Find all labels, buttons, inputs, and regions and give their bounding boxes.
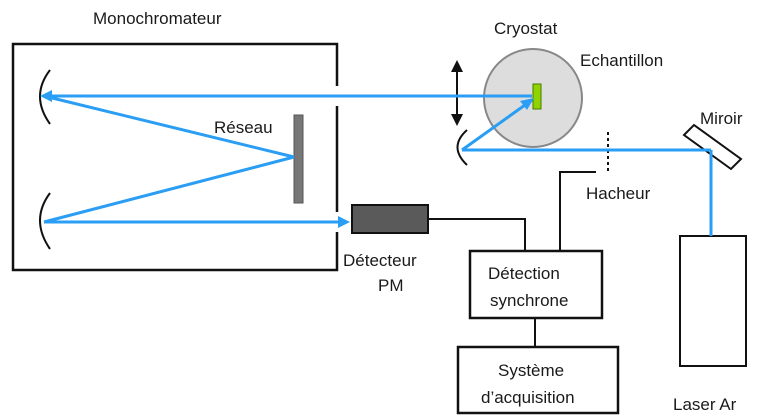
label-systeme: Système: [498, 361, 564, 380]
beam-collection-to-sample: [461, 98, 533, 152]
label-detection: Détection: [488, 264, 560, 283]
lens-translation-arrow: [451, 60, 463, 126]
arrowhead-to-sample: [520, 98, 534, 110]
beam-mirror-to-grating: [43, 94, 295, 159]
label-synchrone: synchrone: [490, 291, 568, 310]
grating: [293, 114, 304, 204]
label-hacheur: Hacheur: [586, 184, 651, 203]
label-acquisition: d’acquisition: [481, 388, 575, 407]
beam-arrowheads: [40, 90, 534, 228]
monochromator-mirror-top: [39, 69, 51, 125]
monochromator-mirror-bottom: [39, 192, 51, 250]
label-miroir: Miroir: [700, 109, 743, 128]
label-reseau: Réseau: [214, 118, 273, 137]
label-monochromateur: Monochromateur: [93, 9, 222, 28]
acquisition-box: [456, 345, 620, 415]
wire-chopper-to-lockin: [559, 171, 596, 251]
pm-detector: [351, 204, 429, 234]
beam-grating-to-mirror: [43, 155, 295, 224]
sample: [532, 83, 542, 110]
label-cryostat: Cryostat: [494, 19, 558, 38]
label-echantillon: Echantillon: [580, 51, 663, 70]
label-detecteur: Détecteur: [343, 251, 417, 270]
laser-box: [679, 235, 747, 367]
flat-mirror: [682, 123, 743, 171]
arrowhead-to-detector: [338, 216, 350, 228]
monochromator-box: [11, 42, 339, 272]
collection-mirror: [456, 129, 468, 166]
arrowhead-to-monochromator: [40, 90, 52, 102]
beam-paths: [43, 94, 713, 236]
wire-detector-to-lockin: [428, 218, 526, 251]
label-detecteur-pm: PM: [378, 276, 404, 295]
label-laser: Laser Ar: [673, 395, 737, 414]
